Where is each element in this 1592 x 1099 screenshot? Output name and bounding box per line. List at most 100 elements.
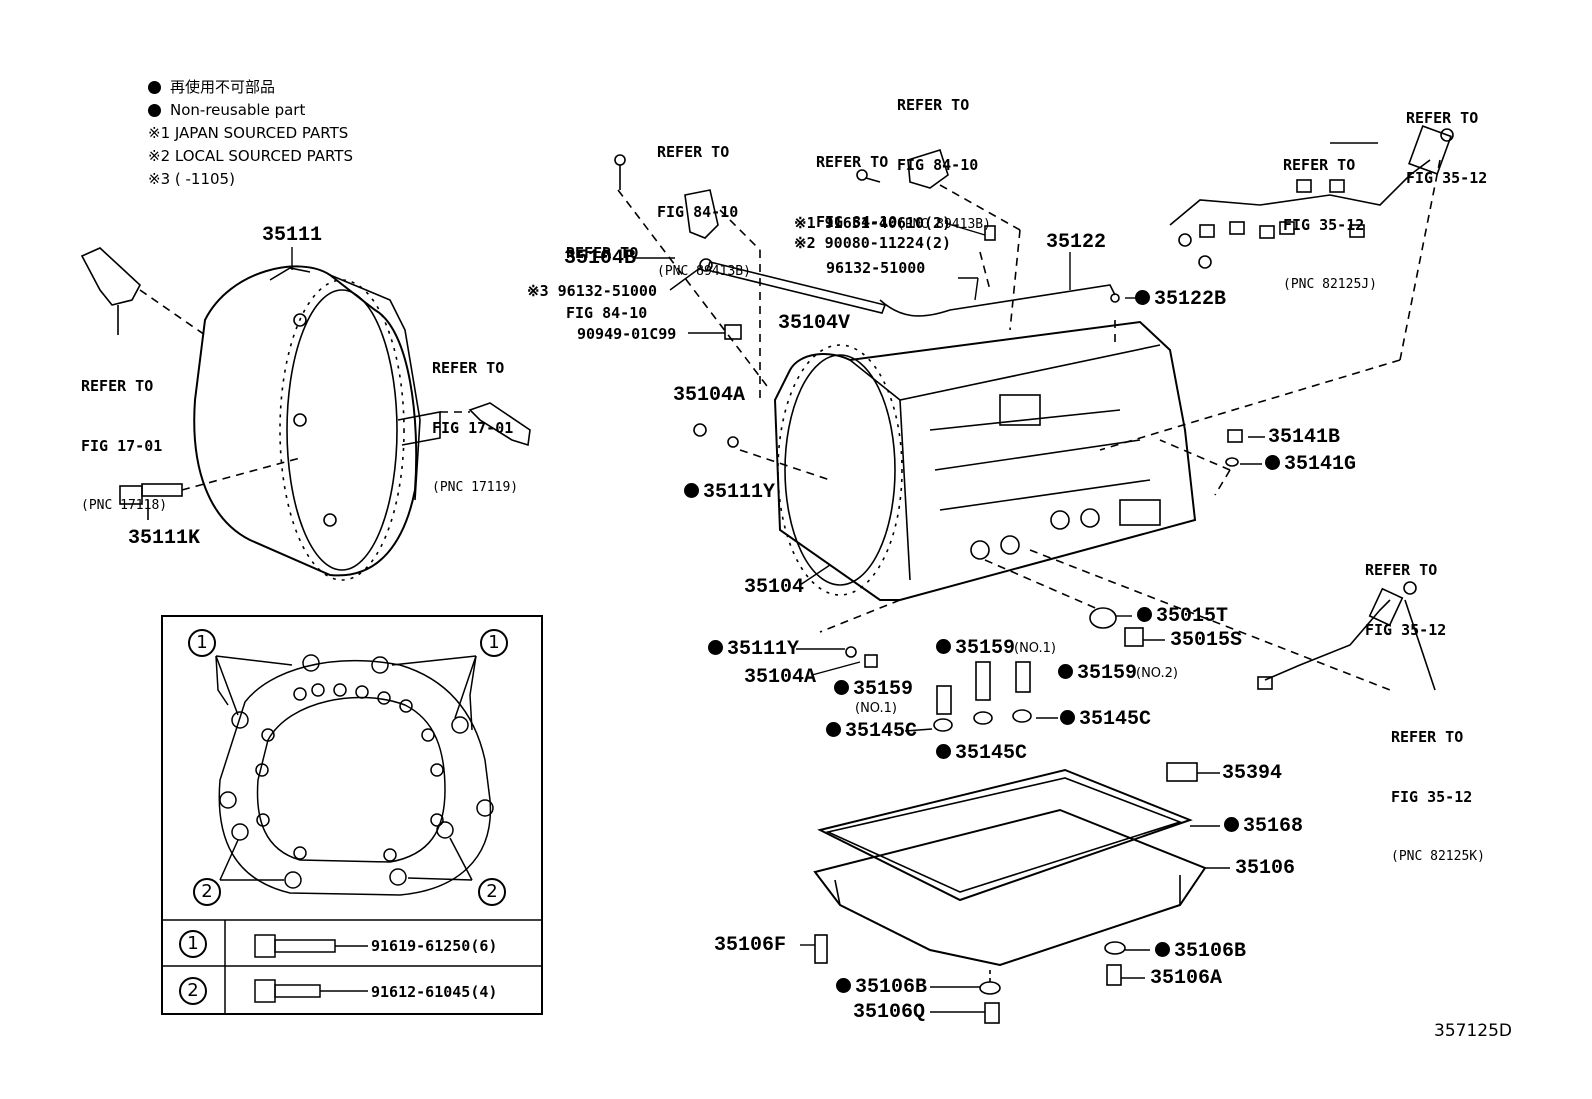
part-35106b-right[interactable]: 35106B [1155,940,1246,963]
part-35106a[interactable]: 35106A [1150,967,1223,990]
bolt-91619-61250[interactable]: 91619-61250(6) [371,937,498,955]
part-35015s[interactable]: 35015S [1170,629,1243,652]
callout-1-row: 1 [179,930,207,958]
part-35159-no2-sub: (NO.2) [1136,666,1178,681]
nonreusable-dot-icon [148,81,161,94]
legend-note-3: ※3 ( -1105) [148,170,235,188]
part-number: 35122B [1154,288,1227,311]
callout-2-bottom-right: 2 [478,878,506,906]
refer-line1: REFER TO [432,359,505,377]
part-number: 35159 [1077,662,1138,685]
part-91651-40610[interactable]: ※1 91651-40610(2) [794,214,952,232]
part-35111k[interactable]: 35111K [128,527,201,550]
refer-fig-35-12-pnc-82125k[interactable]: REFER TO FIG 35-12 (PNC 82125K) [1391,687,1485,887]
refer-line1: REFER TO [1365,561,1438,579]
refer-line1: REFER TO [566,244,639,262]
refer-line2: FIG 84-10 [897,156,979,174]
figure-number: 357125D [1434,1021,1512,1041]
part-35104a-top[interactable]: 35104A [673,384,746,407]
refer-line2: FIG 84-10 [816,213,898,231]
part-35111y-low[interactable]: 35111Y [708,638,799,661]
part-35122[interactable]: 35122 [1046,231,1107,254]
refer-pnc: (PNC 82125K) [1391,849,1485,864]
part-35104b[interactable]: 35104B [564,247,637,270]
nonreusable-dot-icon [1137,607,1152,622]
callout-1-top-right: 1 [480,629,508,657]
part-35015t[interactable]: 35015T [1137,605,1228,628]
refer-fig-84-10-bolt-right[interactable]: REFER TO FIG 84-10 [816,112,897,252]
part-35111[interactable]: 35111 [262,224,323,247]
refer-fig-17-01-pnc-17118[interactable]: REFER TO FIG 17-01 (PNC 17118) [81,336,167,536]
nonreusable-dot-icon [1265,455,1280,470]
bolt-91612-61045[interactable]: 91612-61045(4) [371,983,498,1001]
part-35168[interactable]: 35168 [1224,815,1303,838]
refer-line2: FIG 35-12 [1391,788,1473,806]
part-number: 35141G [1284,453,1357,476]
part-number: 35015T [1156,605,1229,628]
refer-line2: FIG 35-12 [1283,216,1365,234]
nonreusable-dot-icon [826,722,841,737]
bolt-pattern-drawing [161,654,543,1015]
refer-line1: REFER TO [897,96,970,114]
part-35141b[interactable]: 35141B [1268,426,1341,449]
part-90949-01c99[interactable]: 90949-01C99 [577,325,677,343]
refer-line2: FIG 17-01 [81,437,163,455]
part-96132-51000[interactable]: 96132-51000 [826,259,926,277]
part-number: 35159 [853,678,914,701]
part-96132-51000-star3[interactable]: ※3 96132-51000 [527,282,657,300]
part-number: 35168 [1243,815,1304,838]
part-35122b[interactable]: 35122B [1135,288,1226,311]
part-35159-no1-mid-sub: (NO.1) [1014,641,1056,656]
refer-fig-35-12-mid-right[interactable]: REFER TO FIG 35-12 [1365,520,1446,660]
part-35141g[interactable]: 35141G [1265,453,1356,476]
nonreusable-dot-icon [1135,290,1150,305]
converter-housing-drawing [193,265,441,581]
part-35106q[interactable]: 35106Q [853,1001,926,1024]
refer-fig-17-01-pnc-17119[interactable]: REFER TO FIG 17-01 (PNC 17119) [432,318,518,518]
part-35104v[interactable]: 35104V [778,312,851,335]
part-35145c-right[interactable]: 35145C [1060,708,1151,731]
part-35159-no1-left[interactable]: 35159 [834,678,913,701]
part-35394[interactable]: 35394 [1222,762,1283,785]
nonreusable-dot-icon [936,744,951,759]
legend-note-1: ※1 JAPAN SOURCED PARTS [148,124,349,142]
refer-line1: REFER TO [657,143,730,161]
bolt-location-table [161,615,543,1015]
part-35104[interactable]: 35104 [744,576,805,599]
nonreusable-dot-icon [708,640,723,655]
refer-line1: REFER TO [816,153,889,171]
part-35106f[interactable]: 35106F [714,934,787,957]
nonreusable-dot-icon [1155,942,1170,957]
part-number: 35145C [845,720,918,743]
refer-fig-84-10-bolt-left[interactable]: REFER TO FIG 84-10 [566,203,647,343]
refer-line2: FIG 17-01 [432,419,514,437]
part-90080-11224[interactable]: ※2 90080-11224(2) [794,234,952,252]
part-35104a-low[interactable]: 35104A [744,666,817,689]
refer-line1: REFER TO [1283,156,1356,174]
refer-line2: FIG 84-10 [657,203,739,221]
nonreusable-dot-icon [148,104,161,117]
refer-fig-84-10-pnc-89413b-right[interactable]: REFER TO FIG 84-10 (PNC 89413B) [897,55,991,255]
nonreusable-dot-icon [836,978,851,993]
part-35159-no1-mid[interactable]: 35159 [936,637,1015,660]
part-number: 35145C [1079,708,1152,731]
legend: 再使用不可部品 Non-reusable part ※1 JAPAN SOURC… [148,76,353,191]
refer-fig-84-10-pnc-89413b-left[interactable]: REFER TO FIG 84-10 (PNC 89413B) [657,102,751,302]
part-35111y-top[interactable]: 35111Y [684,481,775,504]
part-number: 35159 [955,637,1016,660]
nonreusable-dot-icon [1058,664,1073,679]
part-35106b-left[interactable]: 35106B [836,976,927,999]
part-number: 35145C [955,742,1028,765]
transmission-case-drawing [773,320,1197,601]
refer-fig-35-12-top-right[interactable]: REFER TO FIG 35-12 [1406,68,1487,208]
refer-pnc: (PNC 17118) [81,498,168,513]
refer-line1: REFER TO [81,377,154,395]
part-35159-no2[interactable]: 35159 [1058,662,1137,685]
callout-1-top-left: 1 [188,629,216,657]
refer-line1: REFER TO [1406,109,1479,127]
refer-fig-35-12-pnc-82125j[interactable]: REFER TO FIG 35-12 (PNC 82125J) [1283,115,1377,315]
part-35106[interactable]: 35106 [1235,857,1296,880]
callout-2-row: 2 [179,977,207,1005]
part-35145c-left[interactable]: 35145C [826,720,917,743]
part-35145c-mid[interactable]: 35145C [936,742,1027,765]
